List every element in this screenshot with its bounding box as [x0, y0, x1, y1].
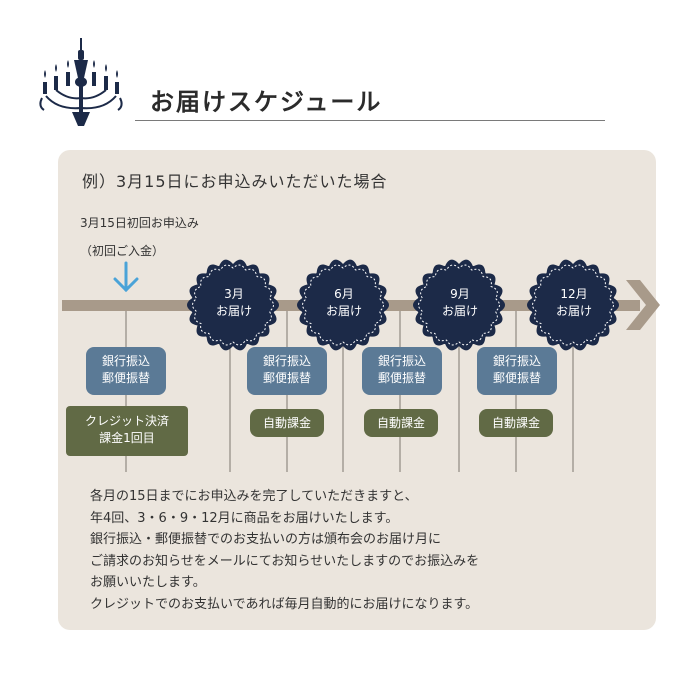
- bank-transfer-box: 銀行振込郵便振替: [477, 347, 557, 395]
- delivery-badge: [527, 259, 619, 351]
- chandelier-icon: [39, 38, 123, 126]
- bank-transfer-box: 銀行振込郵便振替: [86, 347, 166, 395]
- title-divider: [135, 120, 605, 121]
- delivery-badge-ring: [191, 264, 275, 346]
- example-heading: 例）3月15日にお申込みいただいた場合: [82, 172, 388, 191]
- first-order-label: 3月15日初回お申込み: [80, 216, 199, 230]
- auto-charge-box: 自動課金: [250, 409, 324, 437]
- note-line: お願いいたします。: [90, 575, 206, 590]
- delivery-badge-ring: [531, 264, 615, 346]
- note-line: 銀行振込・郵便振替でのお支払いの方は頒布会のお届け月に: [90, 532, 442, 547]
- delivery-badge: [187, 259, 279, 351]
- down-arrow-icon: [113, 261, 139, 293]
- note-line: 年4回、3・6・9・12月に商品をお届けいたします。: [90, 510, 399, 526]
- auto-charge-box: 自動課金: [364, 409, 438, 437]
- delivery-march-label: 3月お届け: [215, 287, 252, 318]
- note-line: クレジットでのお支払いであれば毎月自動的にお届けになります。: [90, 596, 479, 612]
- credit-payment-box: クレジット決済課金1回目: [66, 406, 188, 456]
- delivery-badge-ring: [301, 264, 385, 346]
- bank-transfer-box: 銀行振込郵便振替: [362, 347, 442, 395]
- first-payment-label: （初回ご入金）: [80, 244, 165, 258]
- delivery-badge-ring: [417, 264, 501, 346]
- delivery-december-label: 12月お届け: [555, 287, 592, 318]
- delivery-june-label: 6月お届け: [325, 287, 362, 318]
- note-line: 各月の15日までにお申込みを完了していただきますと、: [90, 489, 418, 504]
- delivery-badge: [297, 259, 389, 351]
- auto-charge-box: 自動課金: [479, 409, 553, 437]
- delivery-september-label: 9月お届け: [441, 287, 478, 318]
- delivery-badge: [413, 259, 505, 351]
- timeline-arrow-icon: [626, 280, 660, 330]
- bank-transfer-box: 銀行振込郵便振替: [247, 347, 327, 395]
- note-line: ご請求のお知らせをメールにてお知らせいたしますのでお振込みを: [90, 553, 480, 569]
- schedule-notes: 各月の15日までにお申込みを完了していただきますと、 年4回、3・6・9・12月…: [90, 486, 650, 615]
- page-title: お届けスケジュール: [150, 88, 383, 116]
